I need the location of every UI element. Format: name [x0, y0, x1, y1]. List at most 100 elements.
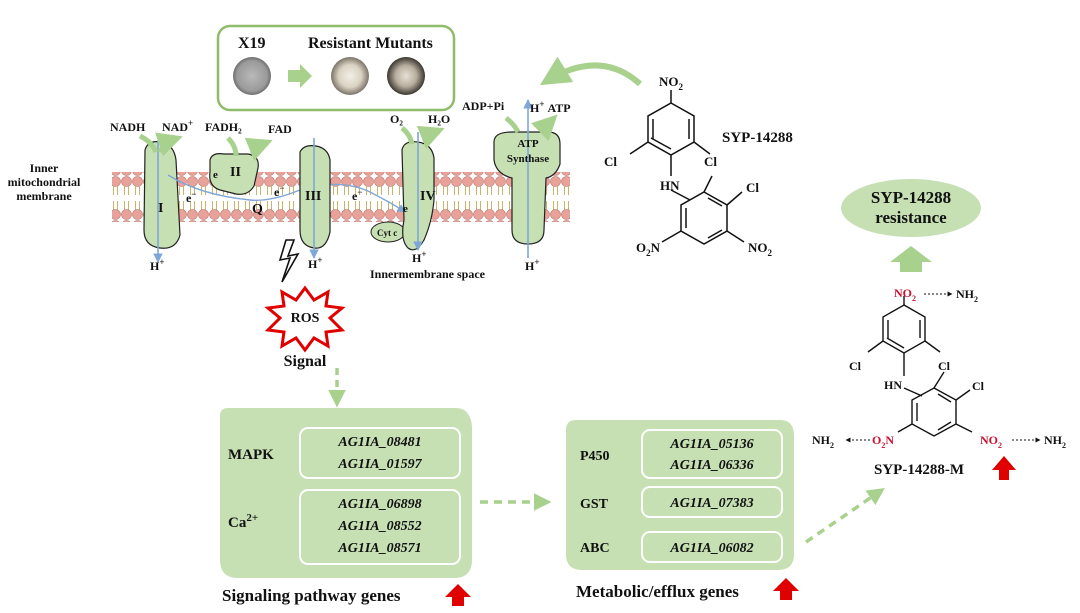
syp-top-hn: HN	[660, 178, 680, 193]
fadh2-label: FADH₂	[205, 120, 242, 134]
atp-synthase-label-2: Synthase	[507, 153, 549, 165]
abc-label: ABC	[580, 541, 610, 556]
mapk-label: MAPK	[228, 447, 274, 463]
compound-target-arrow	[539, 56, 643, 87]
resistance-bubble: SYP-14288 resistance	[841, 179, 981, 237]
resistance-up-arrow	[890, 246, 932, 272]
syp-top-no2: NO2	[659, 74, 684, 92]
complex-I-label: I	[158, 201, 163, 216]
gene-ca-1: AG1IA_06898	[337, 497, 421, 512]
h-atp-label: H+ATP	[530, 99, 571, 115]
membrane-label-3: membrane	[16, 189, 72, 203]
m-up-red-arrow	[992, 456, 1016, 480]
m-name: SYP-14288-M	[874, 462, 964, 478]
syp-top-cl-left: Cl	[604, 154, 617, 169]
complex-II: II e	[209, 153, 259, 195]
m-cl-right: Cl	[938, 359, 951, 373]
resistance-line1: SYP-14288	[871, 188, 951, 207]
adp-arrow	[504, 116, 521, 134]
nadh-label: NADH	[110, 120, 146, 134]
signaling-genes-panel: MAPK Ca2+ AG1IA_08481 AG1IA_01597 AG1IA_…	[220, 408, 472, 578]
syp-top-no2-lower: NO2	[748, 240, 773, 258]
nad-arrow	[155, 132, 183, 157]
h-label-III: H+	[308, 255, 322, 271]
atp-arrow	[531, 114, 558, 141]
h-label-atp: H+	[525, 257, 539, 273]
cytc-label: Cyt c	[377, 228, 397, 238]
ros-burst: ROS	[264, 285, 346, 353]
signaling-up-red-arrow	[445, 584, 471, 606]
m-cl-left: Cl	[849, 359, 862, 373]
syp-top-cl-lower: Cl	[746, 180, 759, 195]
complex-III: III	[299, 138, 331, 259]
m-no2-top: NO2	[894, 286, 916, 303]
m-nh2-right: NH2	[1044, 433, 1066, 450]
m-cl-lower: Cl	[972, 379, 985, 393]
membrane-label-2: mitochondrial	[8, 175, 81, 189]
lightning-icon	[278, 239, 300, 283]
h2o-label: H₂O	[428, 112, 450, 126]
e-label-III: e−	[352, 187, 362, 203]
complex-IV: IV e	[401, 132, 436, 251]
p450-label: P450	[580, 449, 610, 464]
h-label-I: H+	[150, 257, 164, 273]
atp-synthase: ATP Synthase	[493, 99, 561, 258]
e-label-II: e	[213, 169, 218, 181]
inset-arrow	[288, 64, 312, 88]
fad-label: FAD	[268, 122, 292, 136]
gst-label: GST	[580, 497, 609, 512]
gene-ca-2: AG1IA_08552	[337, 519, 421, 534]
o2-arrow	[400, 126, 415, 145]
mutant-colony-image-2	[387, 57, 425, 95]
gene-mapk-2: AG1IA_01597	[337, 457, 422, 472]
fad-arrow	[244, 137, 273, 162]
m-hn: HN	[884, 378, 902, 392]
complex-II-label: II	[230, 165, 241, 180]
m-o2n: O2N	[872, 433, 894, 450]
gene-p450-1: AG1IA_05136	[669, 437, 753, 452]
x19-colony-image	[233, 57, 271, 95]
metabolic-caption: Metabolic/efflux genes	[576, 582, 739, 601]
fadh2-arrow	[226, 136, 239, 157]
cytochrome-c: Cyt c	[370, 221, 406, 243]
complex-IV-label: IV	[420, 189, 436, 204]
signal-label: Signal	[284, 353, 327, 370]
complex-I: I	[143, 140, 181, 263]
h-label-IV: H+	[412, 249, 426, 265]
ca-label: Ca2+	[228, 512, 258, 531]
complex-III-label: III	[305, 189, 321, 204]
resistance-line2: resistance	[875, 208, 947, 227]
gene-gst-1: AG1IA_07383	[669, 496, 753, 511]
metabolic-up-red-arrow	[773, 578, 799, 600]
syp-top-cl-right: Cl	[704, 154, 717, 169]
nad-label: NAD+	[162, 118, 193, 134]
signaling-caption: Signaling pathway genes	[222, 586, 401, 605]
e-label-I: e−	[186, 189, 196, 205]
intermembrane-space-label: Innermembrane space	[370, 267, 486, 281]
q-label: Q	[252, 202, 263, 217]
gene-p450-2: AG1IA_06336	[669, 458, 753, 473]
inset-x19-label: X19	[238, 35, 266, 52]
m-nh2-left: NH2	[812, 433, 834, 450]
inner-mitochondrial-membrane	[112, 172, 570, 222]
syp-top-name: SYP-14288	[722, 130, 793, 146]
membrane-label-1: Inner	[30, 161, 59, 175]
ros-label: ROS	[291, 311, 320, 326]
colony-inset: X19 Resistant Mutants	[216, 24, 456, 112]
m-no2-lower: NO2	[980, 433, 1002, 450]
h2o-arrow	[416, 125, 445, 150]
syp14288-structure	[629, 90, 745, 245]
gene-ca-3: AG1IA_08571	[337, 541, 421, 556]
mutant-colony-image-1	[331, 57, 369, 95]
atp-synthase-label-1: ATP	[517, 138, 538, 150]
metabolic-to-metabolite-arrow	[805, 488, 885, 544]
gene-abc-1: AG1IA_06082	[669, 541, 753, 556]
o2-label: O₂	[390, 112, 403, 126]
e-label-Q: e−	[274, 183, 284, 199]
adp-label: ADP+Pi	[462, 99, 505, 113]
metabolic-genes-panel: P450 GST ABC AG1IA_05136 AG1IA_06336 AG1…	[566, 420, 794, 570]
inset-mutant-label: Resistant Mutants	[308, 35, 433, 52]
m-nh2-top: NH2	[956, 287, 978, 304]
